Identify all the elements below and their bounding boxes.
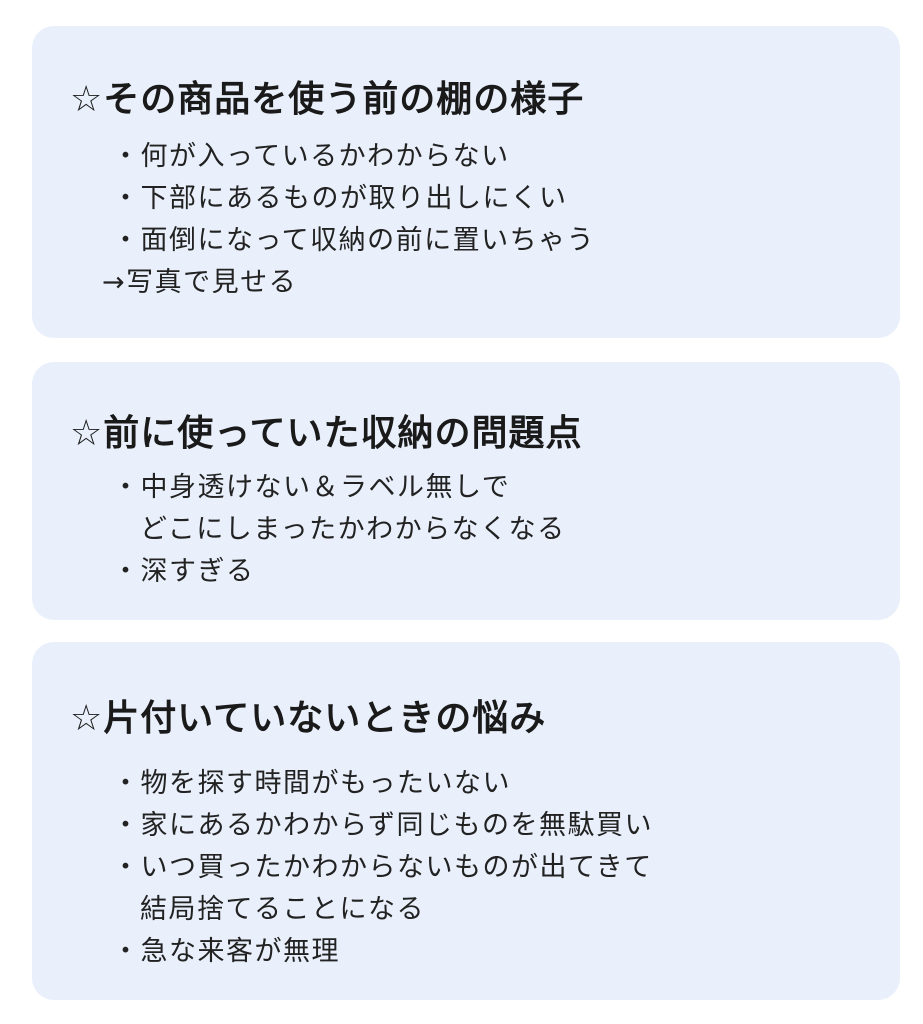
item-list: ・何が入っているかわからない ・下部にあるものが取り出しにくい ・面倒になって収… (102, 136, 596, 304)
item-list: ・物を探す時間がもったいない ・家にあるかわからず同じものを無駄買い ・いつ買っ… (112, 763, 653, 973)
item-list: ・中身透けない＆ラベル無しで どこにしまったかわからなくなる ・深すぎる (112, 467, 566, 593)
list-item: ・何が入っているかわからない (112, 141, 510, 172)
list-item: ・いつ買ったかわからないものが出てきて (112, 852, 653, 883)
list-item: ・中身透けない＆ラベル無しで (112, 472, 511, 503)
section-title: ☆前に使っていた収納の問題点 (70, 413, 583, 454)
section-title: ☆その商品を使う前の棚の様子 (70, 79, 585, 120)
list-item: ・家にあるかわからず同じものを無駄買い (112, 810, 653, 841)
list-item: ・物を探す時間がもったいない (112, 768, 511, 799)
section-card-before-shelf: ☆その商品を使う前の棚の様子 ・何が入っているかわからない ・下部にあるものが取… (32, 26, 900, 338)
section-card-untidy-worries: ☆片付いていないときの悩み ・物を探す時間がもったいない ・家にあるかわからず同… (32, 642, 900, 1000)
list-item: ・下部にあるものが取り出しにくい (112, 183, 568, 214)
section-card-previous-storage-problems: ☆前に使っていた収納の問題点 ・中身透けない＆ラベル無しで どこにしまったかわか… (32, 362, 900, 620)
section-title: ☆片付いていないときの悩み (70, 698, 547, 739)
list-item: ・深すぎる (112, 556, 255, 587)
list-item-continuation: どこにしまったかわからなくなる (140, 514, 566, 545)
list-item-note: →写真で見せる (102, 267, 298, 298)
list-item: ・面倒になって収納の前に置いちゃう (112, 225, 596, 256)
list-item-continuation: 結局捨てることになる (140, 894, 425, 925)
list-item: ・急な来客が無理 (112, 936, 340, 967)
